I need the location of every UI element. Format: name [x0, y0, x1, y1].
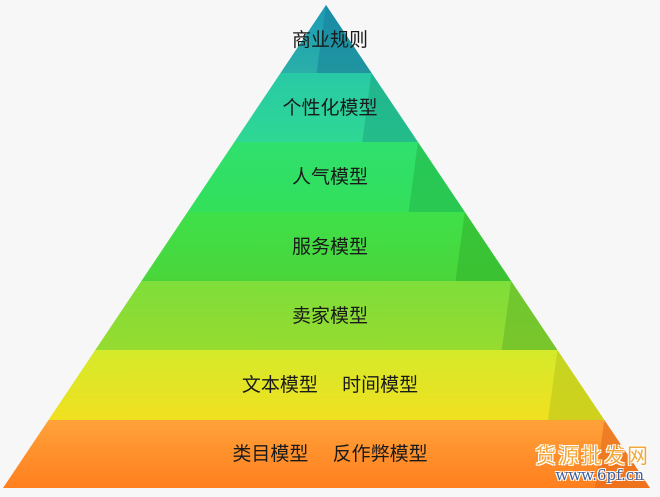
- pyramid-layer-shade-6: [548, 350, 605, 420]
- pyramid-layer-label-1: 商业规则: [291, 29, 368, 51]
- pyramid-layer-shade-3: [408, 142, 465, 212]
- pyramid-layer-shade-4: [455, 212, 512, 281]
- pyramid-layer-label-6: 文本模型 时间模型: [241, 374, 419, 396]
- pyramid-layer-6: [48, 350, 605, 420]
- pyramid-layer-shade-1: [316, 5, 372, 73]
- pyramid-layer-label-7: 类目模型 反作弊模型: [232, 443, 428, 465]
- pyramid-layer-label-5: 卖家模型: [291, 304, 368, 327]
- pyramid-layer-label-2: 个性化模型: [282, 96, 378, 119]
- pyramid-layer-3: [187, 142, 465, 212]
- pyramid-layer-7: [3, 420, 650, 488]
- pyramid-layer-shade-7: [594, 420, 650, 488]
- pyramid-layer-label-3: 人气模型: [291, 166, 368, 188]
- pyramid-layer-shade-5: [501, 281, 558, 350]
- pyramid-layer-5: [95, 281, 558, 350]
- pyramid-layer-label-4: 服务模型: [291, 235, 368, 258]
- pyramid-layer-4: [141, 212, 512, 281]
- watermark-url: www.6pf.cn: [555, 466, 645, 484]
- pyramid-layer-shade-2: [362, 73, 418, 142]
- watermark-title: 货源批发网: [535, 444, 650, 468]
